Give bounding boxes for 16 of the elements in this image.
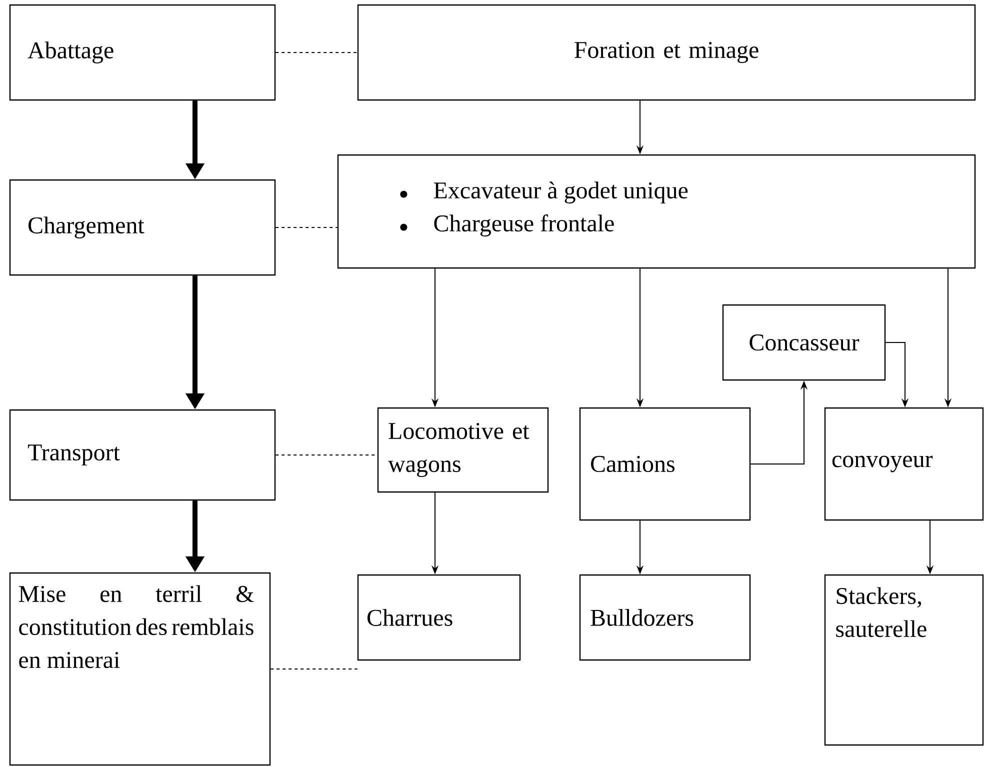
process-box: Chargement xyxy=(9,179,276,276)
process-box: Concasseur xyxy=(722,304,886,381)
dashed-line xyxy=(270,668,358,670)
process-box: Camions xyxy=(579,407,751,521)
process-box: Foration et minage xyxy=(357,4,976,101)
process-box: Charrues xyxy=(357,574,521,661)
process-box: Abattage xyxy=(9,4,276,101)
equipment-box: Excavateur à godet unique Chargeuse frontale xyxy=(337,154,976,269)
dashed-line xyxy=(275,52,358,53)
process-box: Locomotive et wagons xyxy=(377,407,549,493)
process-box: Bulldozers xyxy=(579,574,751,661)
process-box: convoyeur xyxy=(824,407,984,521)
process-box: Stackers, sauterelle xyxy=(824,574,984,746)
dashed-line xyxy=(275,227,338,228)
process-box: Mise en terril & constitution des remblais en minerai xyxy=(9,572,271,766)
process-box: Transport xyxy=(9,409,276,501)
